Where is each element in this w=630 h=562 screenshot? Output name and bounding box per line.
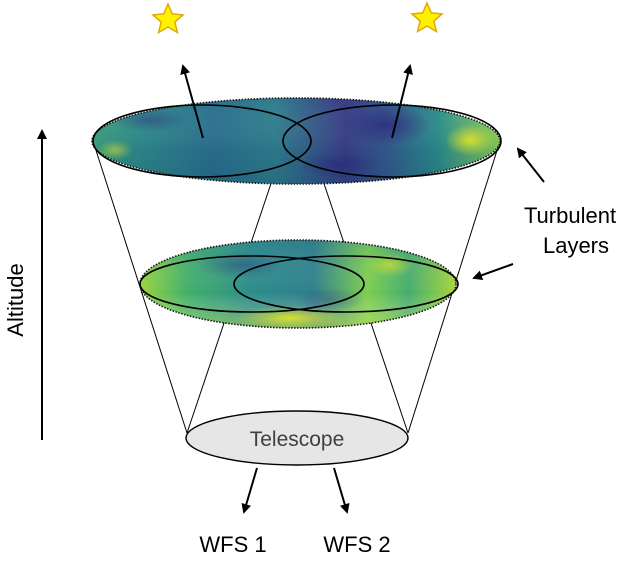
line-of-sight-arrow-1	[180, 64, 204, 139]
beam-footprint-1	[92, 104, 312, 178]
turbulent-layers-label-line2: Layers	[543, 233, 609, 258]
altitude-label: Altitude	[3, 263, 28, 336]
upper-layer-pointer-arrow	[516, 147, 545, 183]
lower-layer-pointer-arrow	[472, 263, 514, 281]
star-icon	[151, 2, 185, 35]
star-icon	[410, 1, 444, 34]
telescope: Telescope	[185, 410, 409, 466]
beam-footprint-2	[282, 104, 502, 178]
line-of-sight-arrow-2	[391, 64, 413, 139]
turbulent-layers-label-line1: Turbulent	[524, 203, 616, 228]
wfs1-label: WFS 1	[199, 532, 266, 557]
telescope-label: Telescope	[250, 428, 345, 451]
beam-footprint-1	[139, 255, 365, 313]
upper-turbulent-layer	[91, 97, 502, 185]
beam-footprint-2	[233, 255, 459, 313]
wfs2-label: WFS 2	[323, 532, 390, 557]
wfs1-arrow	[241, 467, 258, 514]
wfs2-arrow	[333, 467, 350, 514]
lower-turbulent-layer	[139, 239, 459, 329]
